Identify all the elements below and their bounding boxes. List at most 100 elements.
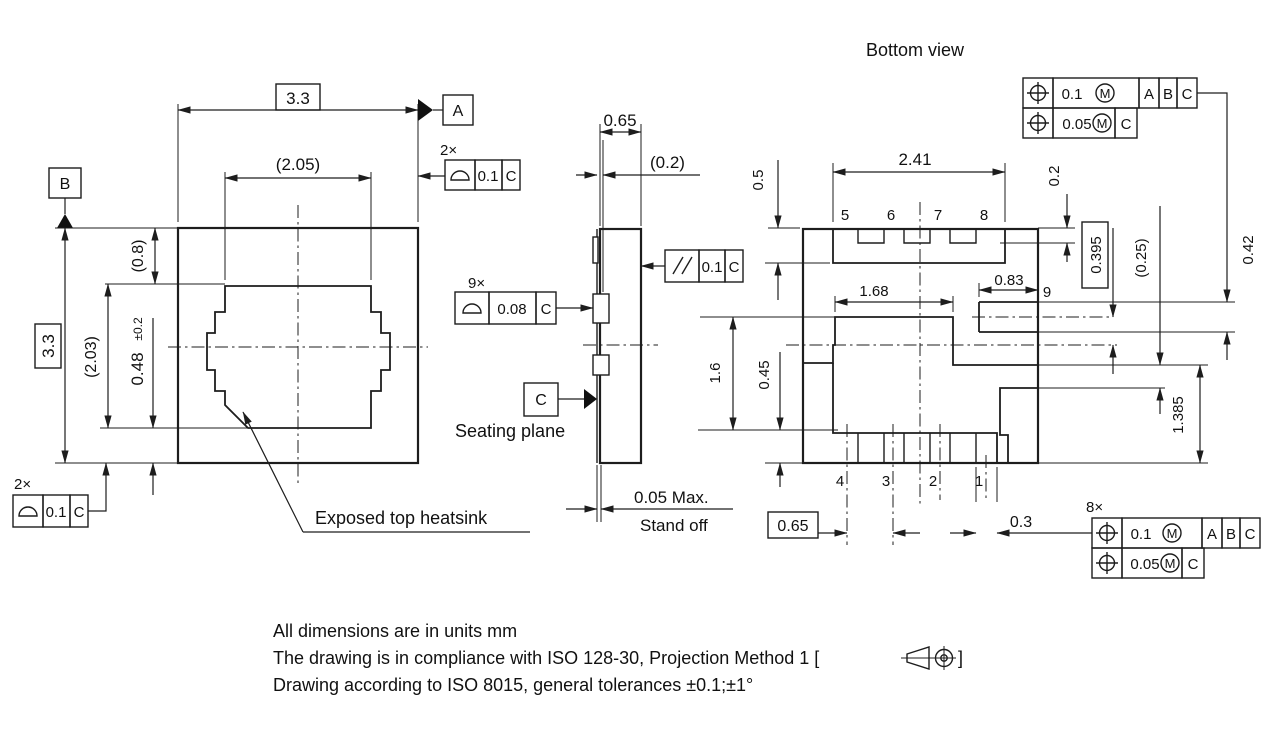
heatsink-callout: Exposed top heatsink <box>242 411 530 533</box>
fcf-bottom-row1-tolerance: 0.1 <box>1131 526 1152 543</box>
top-view: 3.3 A (2.05) 2× 0.1 C <box>12 83 530 533</box>
notes-block: All dimensions are in units mm The drawi… <box>273 621 963 695</box>
dim-heatsink-height: (2.03) <box>83 283 248 429</box>
bottom-view: Bottom view <box>698 40 1261 579</box>
fcf-parallelism: 0.1 C <box>640 249 744 283</box>
dim-top-offset-value: (0.8) <box>130 240 147 273</box>
dim-pad-width: 1.68 <box>834 283 954 312</box>
fcf-leads-count: 9× <box>468 275 485 292</box>
fcf-bottom-row2-tolerance: 0.05 <box>1130 556 1159 573</box>
dim-pitch-value: 0.65 <box>777 518 808 535</box>
fcf-position-top: 0.1 M A B C 0.05 M C <box>1022 77 1198 139</box>
datum-c-triangle-icon <box>584 389 597 409</box>
position-icon <box>1096 552 1118 574</box>
pin-label-9: 9 <box>1043 284 1051 301</box>
pin-label-7: 7 <box>934 207 942 224</box>
dim-pad-to-edge-value: 1.385 <box>1170 396 1187 434</box>
fcf-bottom-row1-modifier: M <box>1167 526 1178 541</box>
exposed-heatsink-outline <box>206 285 391 429</box>
dim-pin1-width-value: 0.3 <box>1010 514 1032 531</box>
fcf-leads-tolerance: 0.08 <box>497 301 526 318</box>
fcf-bottom-row2-modifier: M <box>1165 556 1176 571</box>
fcf-parallel-tolerance: 0.1 <box>702 259 723 276</box>
fcf-bottom-datum2: B <box>1226 526 1236 543</box>
fcf-right-count: 2× <box>440 142 457 159</box>
pin-number-labels: 5 6 7 8 4 3 2 1 9 <box>836 207 1051 490</box>
pin-label-1: 1 <box>975 473 983 490</box>
pin-label-2: 2 <box>929 473 937 490</box>
datum-b: B <box>48 167 82 228</box>
dim-pin9-width: 0.42 <box>1197 92 1257 360</box>
seating-plane-label: Seating plane <box>455 421 565 441</box>
side-view-leads <box>592 236 610 376</box>
pin-label-6: 6 <box>887 207 895 224</box>
fcf-top-datum1: A <box>1144 86 1154 103</box>
pin-label-5: 5 <box>841 207 849 224</box>
dim-bottom-lead-depth: 0.45 <box>756 352 803 487</box>
dim-top-height-value: 3.3 <box>39 334 58 358</box>
material-modifier-icon: M <box>1095 83 1115 103</box>
datum-c: C Seating plane <box>455 382 597 441</box>
fcf-left-tolerance: 0.1 <box>46 504 67 521</box>
fcf-right-datum: C <box>506 168 517 185</box>
fcf-top-row1-tolerance: 0.1 <box>1062 86 1083 103</box>
fcf-top-datum2: B <box>1163 86 1173 103</box>
pin-label-4: 4 <box>836 473 844 490</box>
pin-label-8: 8 <box>980 207 988 224</box>
dim-pad-height: 1.6 <box>698 316 838 431</box>
fcf-profile-right: 2× 0.1 C <box>417 142 521 191</box>
dim-pad-width-value: 1.68 <box>859 283 888 300</box>
heatsink-callout-label: Exposed top heatsink <box>315 508 488 528</box>
dim-thickness-value: 0.65 <box>603 111 636 130</box>
note-projection-suffix: ] <box>958 648 963 668</box>
top-view-centerlines <box>168 205 428 487</box>
datum-c-label: C <box>535 392 547 409</box>
dim-pitch: 0.65 <box>767 511 920 539</box>
thermal-pad-outline <box>803 316 1038 366</box>
fcf-top-row1-modifier: M <box>1100 86 1111 101</box>
fcf-profile-left: 2× 0.1 C <box>12 462 110 528</box>
fcf-bottom-count: 8× <box>1086 499 1103 516</box>
dim-pin9-offset-value: 0.395 <box>1088 236 1105 274</box>
dim-pad-height-value: 1.6 <box>707 363 724 384</box>
profile-of-surface-icon <box>450 170 470 181</box>
pin-label-3: 3 <box>882 473 890 490</box>
corner-lead-right <box>999 387 1038 463</box>
fcf-top-datum3: C <box>1182 86 1193 103</box>
dim-pin9-length: 0.83 <box>978 272 1039 297</box>
fcf-bottom-row2-datum: C <box>1188 556 1199 573</box>
dim-gap-value: (0.25) <box>1133 238 1150 277</box>
dim-top-offset: (0.8) <box>105 227 225 285</box>
fcf-left-count: 2× <box>14 476 31 493</box>
note-units: All dimensions are in units mm <box>273 621 517 641</box>
dim-top-height: 3.3 <box>34 227 178 464</box>
bottom-view-centerlines <box>786 202 1117 545</box>
datum-b-label: B <box>60 176 71 193</box>
datum-a-label: A <box>453 103 464 120</box>
position-icon <box>1096 522 1118 544</box>
dim-thickness: 0.65 <box>599 111 642 226</box>
dim-lead-thickness: (0.2) <box>576 140 700 292</box>
material-modifier-icon: M <box>1092 113 1112 133</box>
dim-heatsink-height-value: (2.03) <box>83 336 100 378</box>
bottom-view-title: Bottom view <box>866 40 965 60</box>
dim-lead-thickness-value: (0.2) <box>650 153 685 172</box>
fcf-profile-leads: 9× 0.08 C <box>454 275 594 325</box>
dim-pin9-width-value: 0.42 <box>1240 235 1257 264</box>
dim-gap: (0.25) <box>1133 206 1164 414</box>
fcf-left-datum: C <box>74 504 85 521</box>
note-projection-prefix: The drawing is in compliance with ISO 12… <box>273 648 819 668</box>
material-modifier-icon: M <box>1160 553 1180 573</box>
material-modifier-icon: M <box>1162 523 1182 543</box>
dim-bottom-lead-depth-value: 0.45 <box>756 360 773 389</box>
dim-notch-depth-value: 0.2 <box>1046 166 1063 187</box>
dim-heatsink-bottom-value: 0.48 <box>128 352 147 385</box>
datum-a: A <box>418 94 474 126</box>
dim-heatsink-width: (2.05) <box>224 155 372 280</box>
fcf-parallel-datum: C <box>729 259 740 276</box>
dim-lead-row-width-value: 2.41 <box>898 150 931 169</box>
fcf-bottom-datum3: C <box>1245 526 1256 543</box>
side-view: 0.65 (0.2) 9× 0.08 C <box>454 111 744 535</box>
